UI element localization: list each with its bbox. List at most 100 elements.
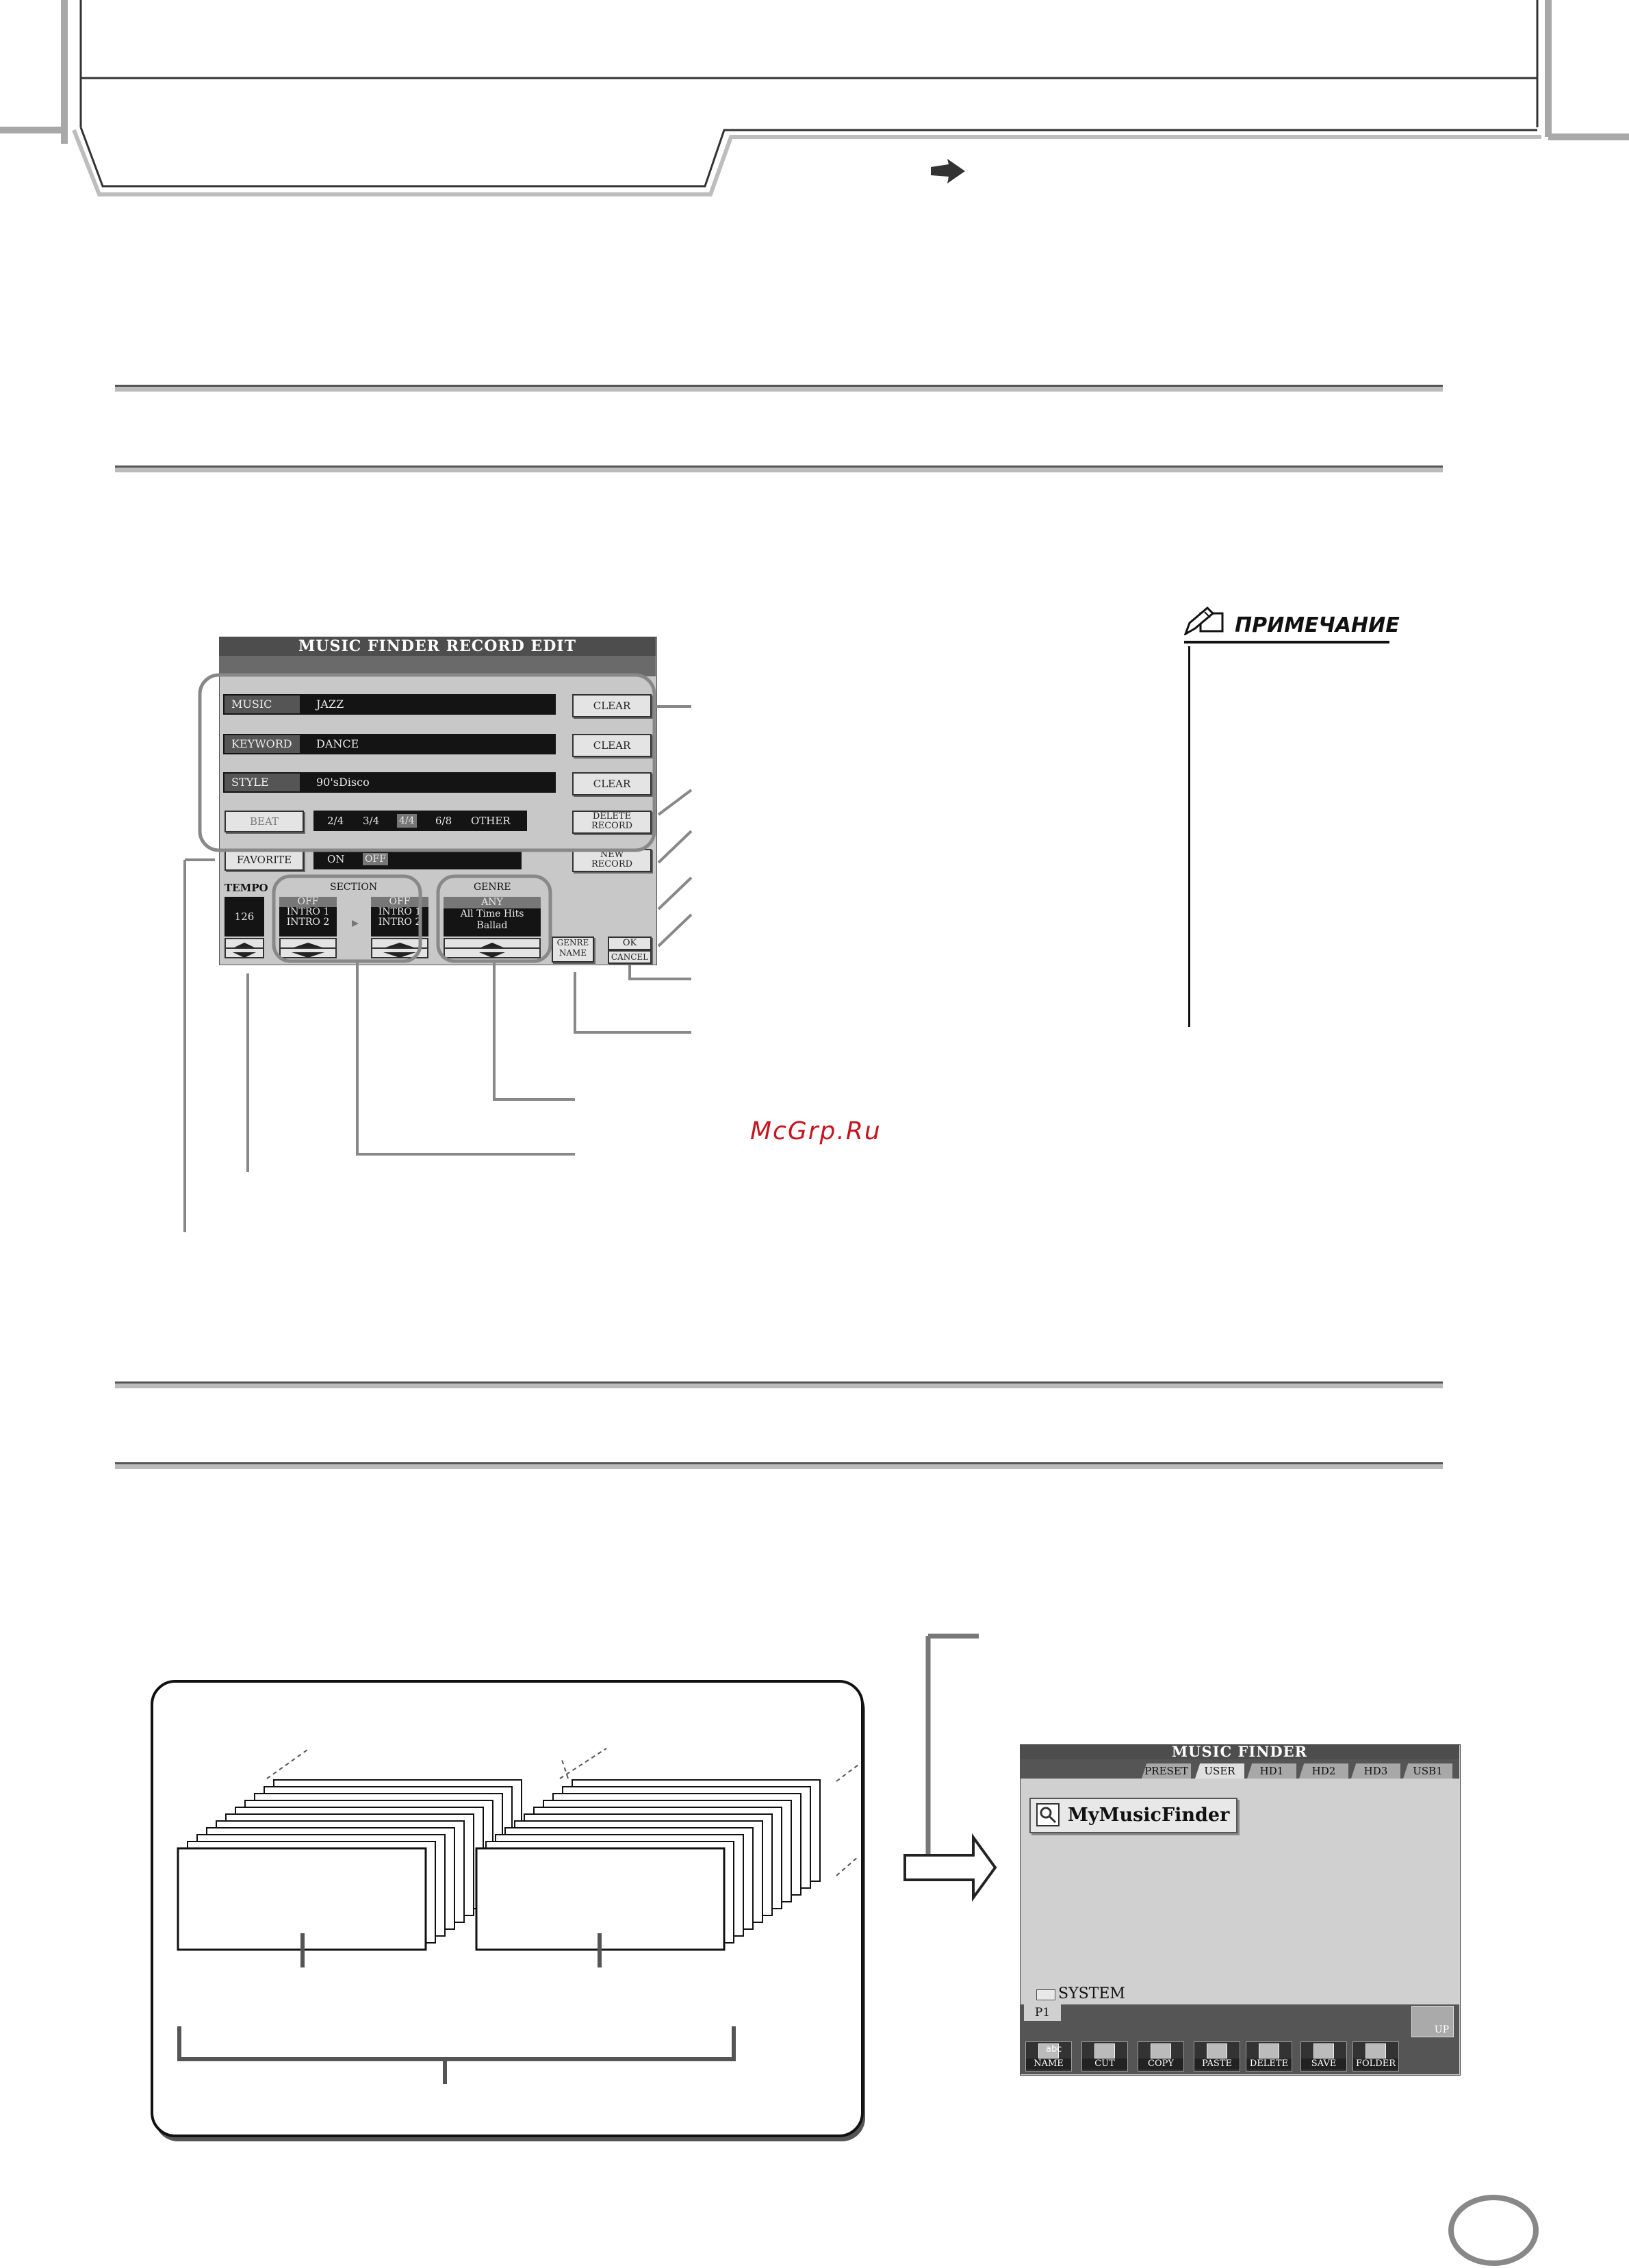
ok-button[interactable]: OK bbox=[608, 936, 652, 950]
section-start-list[interactable]: OFF INTRO 1 INTRO 2 bbox=[279, 897, 337, 936]
favorite-on[interactable]: ON bbox=[327, 853, 345, 865]
name-icon bbox=[1038, 2043, 1059, 2059]
down-arrow-icon bbox=[383, 952, 416, 958]
delete-record-label-2: RECORD bbox=[591, 821, 633, 831]
up-button[interactable]: UP bbox=[1411, 2006, 1454, 2037]
genre-label: GENRE bbox=[474, 882, 511, 893]
music-finder-file-icon bbox=[1036, 1803, 1060, 1826]
name-button[interactable]: NAME bbox=[1025, 2041, 1072, 2072]
style-value: 90'sDisco bbox=[316, 776, 370, 789]
section-start-item: INTRO 1 bbox=[286, 906, 330, 917]
genre-list[interactable]: ANY All Time Hits Ballad bbox=[444, 897, 541, 936]
right-arrow-icon bbox=[931, 159, 965, 183]
beat-other[interactable]: OTHER bbox=[471, 815, 511, 827]
section-end-item: INTRO 1 bbox=[378, 906, 422, 917]
music-clear-button[interactable]: CLEAR bbox=[572, 694, 652, 717]
delete-icon bbox=[1259, 2043, 1279, 2059]
cancel-button[interactable]: CANCEL bbox=[608, 950, 652, 964]
new-record-button[interactable]: NEW RECORD bbox=[572, 849, 652, 872]
up-arrow-icon bbox=[233, 943, 256, 948]
delete-button[interactable]: DELETE bbox=[1246, 2041, 1292, 2072]
delete-record-button[interactable]: DELETE RECORD bbox=[572, 811, 652, 834]
tempo-down-button[interactable] bbox=[225, 947, 264, 958]
page-number-badge bbox=[1448, 2195, 1539, 2266]
music-finder-title: MUSIC FINDER bbox=[1020, 1744, 1459, 1759]
tab-hd2[interactable]: HD2 bbox=[1299, 1763, 1348, 1779]
record-stack-diagram bbox=[151, 1680, 865, 2141]
section-start-down-button[interactable] bbox=[279, 947, 337, 958]
bottom-button-label: SAVE bbox=[1301, 2059, 1346, 2069]
save-icon bbox=[1313, 2043, 1334, 2059]
pencil-note-icon bbox=[1184, 607, 1224, 635]
section-end-item: INTRO 2 bbox=[378, 917, 422, 928]
folder-button[interactable]: FOLDER bbox=[1352, 2041, 1399, 2072]
folder-icon bbox=[1365, 2043, 1386, 2059]
bottom-button-label: CUT bbox=[1082, 2059, 1127, 2069]
tab-preset[interactable]: PRESET bbox=[1142, 1763, 1191, 1779]
tab-hd1[interactable]: HD1 bbox=[1247, 1763, 1296, 1779]
genre-down-button[interactable] bbox=[444, 947, 541, 958]
note-sidebar-line bbox=[1188, 646, 1190, 1027]
tab-hd3[interactable]: HD3 bbox=[1351, 1763, 1400, 1779]
beat-6-8[interactable]: 6/8 bbox=[435, 815, 452, 827]
note-label: ПРИМЕЧАНИЕ bbox=[1235, 613, 1400, 637]
genre-name-label-2: NAME bbox=[559, 948, 587, 958]
page-tab-p1[interactable]: P1 bbox=[1024, 2004, 1061, 2021]
genre-name-button[interactable]: GENRE NAME bbox=[552, 936, 594, 963]
cut-button[interactable]: CUT bbox=[1081, 2041, 1128, 2072]
transfer-arrow-icon bbox=[903, 1633, 997, 1902]
bottom-button-label: DELETE bbox=[1246, 2059, 1292, 2069]
favorite-off[interactable]: OFF bbox=[363, 853, 388, 865]
down-arrow-icon bbox=[479, 952, 505, 958]
name-abc-label: abc bbox=[1046, 2044, 1062, 2054]
keyword-clear-button[interactable]: CLEAR bbox=[572, 734, 652, 757]
genre-item: All Time Hits bbox=[460, 908, 524, 919]
watermark-text: McGrp.Ru bbox=[750, 1117, 882, 1145]
section-rule-top-1 bbox=[115, 385, 1443, 392]
favorite-selector[interactable] bbox=[313, 849, 522, 869]
keyword-value: DANCE bbox=[316, 737, 359, 750]
bottom-button-label: NAME bbox=[1026, 2059, 1071, 2069]
system-label: SYSTEM bbox=[1058, 1985, 1125, 2002]
section-rule-mid-2 bbox=[115, 1462, 1443, 1469]
genre-item: Ballad bbox=[476, 920, 508, 931]
down-arrow-icon bbox=[292, 952, 324, 958]
new-record-label-2: RECORD bbox=[591, 859, 633, 869]
copy-icon bbox=[1151, 2043, 1171, 2059]
style-clear-button[interactable]: CLEAR bbox=[572, 772, 652, 795]
section-arrow-icon bbox=[352, 920, 359, 927]
beat-4-4[interactable]: 4/4 bbox=[397, 814, 417, 828]
system-checkbox[interactable] bbox=[1036, 1989, 1055, 2000]
file-item-mymusicfinder[interactable]: MyMusicFinder bbox=[1029, 1798, 1237, 1833]
page-header-frame bbox=[0, 0, 1629, 196]
beat-2-4[interactable]: 2/4 bbox=[327, 815, 344, 827]
cut-icon bbox=[1094, 2043, 1115, 2059]
tab-usb1[interactable]: USB1 bbox=[1403, 1763, 1452, 1779]
beat-label: BEAT bbox=[225, 811, 304, 832]
keyword-label: KEYWORD bbox=[225, 735, 300, 753]
tempo-value[interactable]: 126 bbox=[225, 897, 264, 936]
up-arrow-icon bbox=[383, 943, 416, 948]
paste-button[interactable]: PASTE bbox=[1194, 2041, 1240, 2072]
bottom-button-label: COPY bbox=[1138, 2059, 1183, 2069]
new-record-label-1: NEW bbox=[600, 850, 624, 860]
section-rule-top-2 bbox=[115, 466, 1443, 472]
section-start-item: INTRO 2 bbox=[286, 917, 330, 928]
section-end-item: OFF bbox=[371, 897, 428, 907]
record-edit-title-bar2 bbox=[219, 656, 656, 676]
section-label: SECTION bbox=[327, 882, 381, 893]
paste-icon bbox=[1207, 2043, 1227, 2059]
bottom-button-label: FOLDER bbox=[1353, 2059, 1398, 2069]
copy-button[interactable]: COPY bbox=[1138, 2041, 1184, 2072]
up-arrow-icon bbox=[479, 943, 505, 948]
genre-item: ANY bbox=[444, 897, 541, 908]
tempo-label: TEMPO bbox=[225, 882, 268, 894]
beat-selector[interactable] bbox=[313, 811, 527, 831]
record-edit-title: MUSIC FINDER RECORD EDIT bbox=[219, 637, 656, 656]
beat-3-4[interactable]: 3/4 bbox=[363, 815, 380, 827]
section-start-item: OFF bbox=[279, 897, 337, 907]
delete-record-label-1: DELETE bbox=[592, 811, 632, 821]
tab-user[interactable]: USER bbox=[1195, 1763, 1244, 1779]
save-button[interactable]: SAVE bbox=[1300, 2041, 1347, 2072]
up-arrow-icon bbox=[292, 943, 324, 948]
